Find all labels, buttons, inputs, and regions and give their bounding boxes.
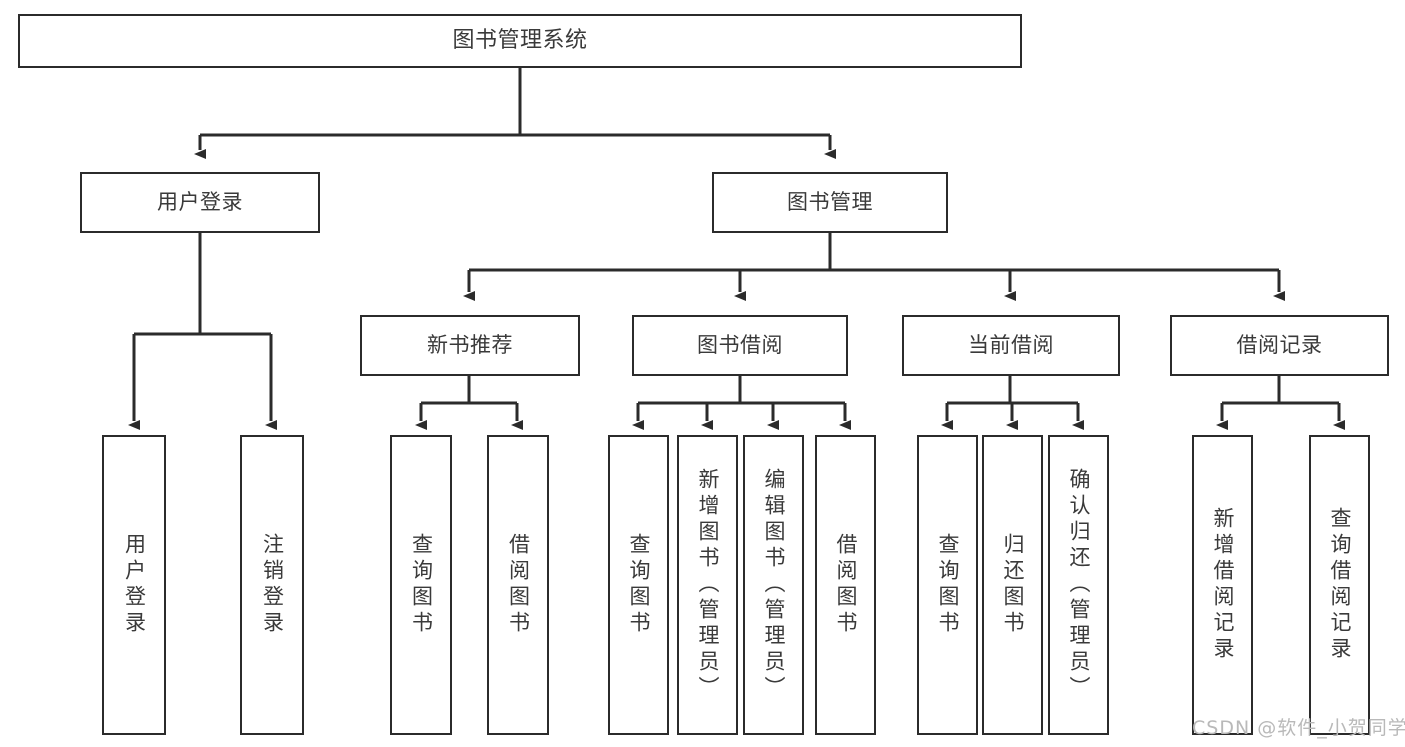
node-book-manage[interactable]: 图书管理 (712, 172, 948, 233)
node-leaf-rec-query-book-label: 查询图书 (409, 533, 434, 637)
node-leaf-br-query-record-label: 查询借阅记录 (1328, 507, 1352, 663)
node-leaf-user-logout-label: 注销登录 (260, 533, 285, 637)
watermark: CSDN @软件_小贺同学 (1192, 717, 1405, 739)
node-leaf-bb-query-book-label: 查询图书 (627, 533, 651, 637)
node-leaf-cb-confirm-return[interactable]: 确认归还（管理员） (1048, 435, 1109, 735)
node-new-book-rec[interactable]: 新书推荐 (360, 315, 580, 376)
node-user-login-label: 用户登录 (157, 189, 243, 214)
node-leaf-rec-query-book[interactable]: 查询图书 (390, 435, 452, 735)
node-root[interactable]: 图书管理系统 (18, 14, 1022, 68)
node-borrow-record-label: 借阅记录 (1236, 332, 1323, 357)
node-current-borrow-label: 当前借阅 (968, 332, 1054, 357)
node-book-manage-label: 图书管理 (787, 189, 873, 214)
node-leaf-user-logout[interactable]: 注销登录 (240, 435, 304, 735)
node-borrow-record[interactable]: 借阅记录 (1170, 315, 1389, 376)
node-leaf-bb-edit-book[interactable]: 编辑图书（管理员） (743, 435, 804, 735)
node-new-book-rec-label: 新书推荐 (427, 332, 513, 357)
node-leaf-cb-query-book[interactable]: 查询图书 (917, 435, 978, 735)
node-leaf-user-login[interactable]: 用户登录 (102, 435, 166, 735)
node-user-login[interactable]: 用户登录 (80, 172, 320, 233)
node-leaf-cb-return-book-label: 归还图书 (1001, 533, 1025, 637)
node-leaf-bb-add-book[interactable]: 新增图书（管理员） (677, 435, 738, 735)
node-leaf-br-add-record[interactable]: 新增借阅记录 (1192, 435, 1253, 735)
node-current-borrow[interactable]: 当前借阅 (902, 315, 1120, 376)
node-leaf-br-query-record[interactable]: 查询借阅记录 (1309, 435, 1370, 735)
node-leaf-br-add-record-label: 新增借阅记录 (1211, 507, 1235, 663)
node-leaf-cb-return-book[interactable]: 归还图书 (982, 435, 1043, 735)
node-leaf-bb-edit-book-label: 编辑图书（管理员） (762, 468, 786, 702)
node-leaf-user-login-label: 用户登录 (122, 533, 147, 637)
node-leaf-bb-add-book-label: 新增图书（管理员） (696, 468, 720, 702)
node-leaf-bb-query-book[interactable]: 查询图书 (608, 435, 669, 735)
node-leaf-rec-borrow-book[interactable]: 借阅图书 (487, 435, 549, 735)
node-leaf-cb-query-book-label: 查询图书 (936, 533, 960, 637)
node-leaf-bb-borrow-book[interactable]: 借阅图书 (815, 435, 876, 735)
node-book-borrow[interactable]: 图书借阅 (632, 315, 848, 376)
node-leaf-bb-borrow-book-label: 借阅图书 (834, 533, 858, 637)
node-root-label: 图书管理系统 (452, 27, 588, 53)
node-book-borrow-label: 图书借阅 (697, 332, 783, 357)
node-leaf-cb-confirm-return-label: 确认归还（管理员） (1067, 468, 1091, 702)
node-leaf-rec-borrow-book-label: 借阅图书 (506, 533, 531, 637)
